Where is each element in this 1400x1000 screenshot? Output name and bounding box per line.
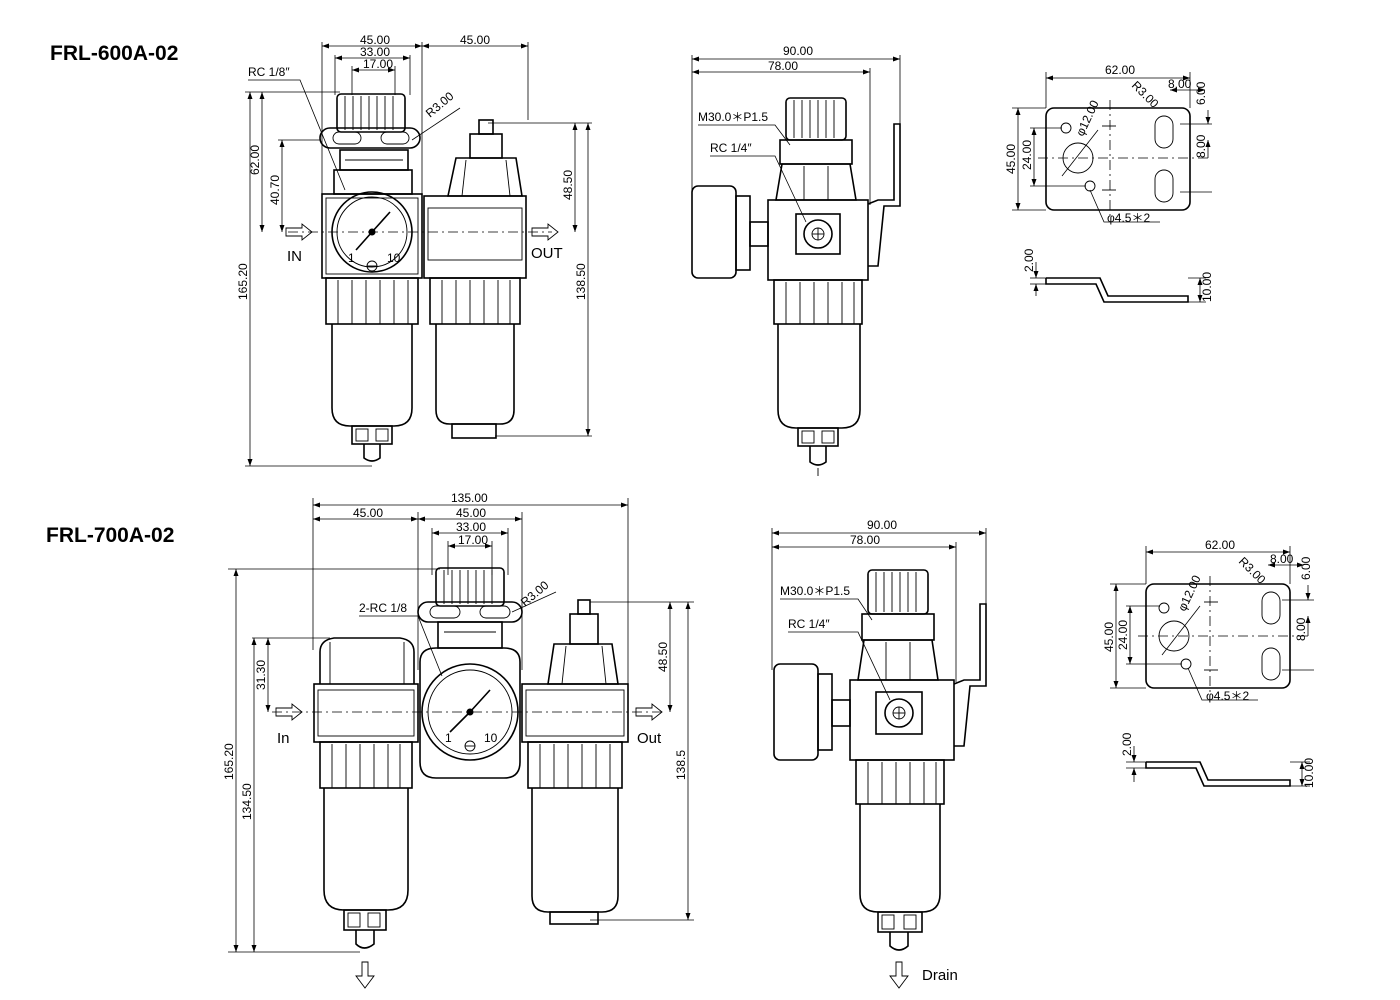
dim-165-20: 165.20 bbox=[236, 263, 250, 300]
thread-label: M30.0＊P1.5 bbox=[698, 110, 768, 124]
side-port-label: RC 1/4″ bbox=[710, 141, 752, 155]
port-label-b: 2-RC 1/8 bbox=[359, 601, 407, 615]
bracket-dim-45: 45.00 bbox=[1004, 144, 1018, 174]
dim-17-00-b: 17.00 bbox=[458, 533, 488, 547]
dim-33-00-b: 33.00 bbox=[456, 520, 486, 534]
side-port-label-b: RC 1/4″ bbox=[788, 617, 830, 631]
dim-40-70: 40.70 bbox=[268, 175, 282, 205]
frl-700a-front-view: 135.00 45.00 45.00 33.00 17.00 2-RC 1/8 … bbox=[222, 491, 694, 989]
dim-45-00-b: 45.00 bbox=[460, 33, 490, 47]
lubricator bbox=[423, 119, 527, 439]
dim-134-50: 134.50 bbox=[240, 783, 254, 820]
front-height-dimensions-right: 48.50 138.50 bbox=[488, 122, 592, 437]
gauge-max-label: 10 bbox=[387, 251, 401, 265]
radius-label: R3.00 bbox=[423, 89, 457, 121]
bracket-dim-8-right: 8.00 bbox=[1194, 134, 1208, 158]
dim-48-50-b: 48.50 bbox=[656, 642, 670, 672]
regulator-knob bbox=[319, 93, 421, 195]
dim-45-00: 45.00 bbox=[360, 33, 390, 47]
inlet-label-b: In bbox=[277, 730, 290, 747]
outlet-label: OUT bbox=[531, 245, 563, 262]
bracket-bolt-label-b: φ4.5＊2 bbox=[1206, 689, 1249, 703]
frl-700a-side-view: 90.00 78.00 M30.0＊P1.5 RC 1/4″ bbox=[771, 518, 987, 989]
side-dim-78-00-b: 78.00 bbox=[850, 533, 880, 547]
side-dim-78-00: 78.00 bbox=[768, 59, 798, 73]
dim-17-00: 17.00 bbox=[363, 57, 393, 71]
bracket-dim-62-b: 62.00 bbox=[1205, 538, 1235, 552]
bracket-height-b: 10.00 bbox=[1302, 758, 1316, 788]
bracket-thickness-b: 2.00 bbox=[1120, 732, 1134, 756]
side-dim-90-00-b: 90.00 bbox=[867, 518, 897, 532]
dim-31-30: 31.30 bbox=[254, 660, 268, 690]
bracket-dim-8-right-b: 8.00 bbox=[1294, 617, 1308, 641]
frl-600a-front-view: 45.00 33.00 17.00 45.00 RC 1/8″ R3.00 62… bbox=[236, 33, 592, 467]
frl-600a-bracket: 62.00 8.00 6.00 R3.00 φ12.00 45.00 24.00… bbox=[1004, 63, 1214, 303]
outlet-arrow-icon-b bbox=[635, 703, 663, 721]
bracket-dim-62: 62.00 bbox=[1105, 63, 1135, 77]
inlet-arrow-icon-b bbox=[275, 703, 303, 721]
dim-62-00: 62.00 bbox=[248, 145, 262, 175]
dim-45-00-left: 45.00 bbox=[353, 506, 383, 520]
bracket-radius-label-b: R3.00 bbox=[1236, 554, 1269, 587]
model-title-frl-600a: FRL-600A-02 bbox=[50, 42, 178, 65]
dim-165-20-b: 165.20 bbox=[222, 743, 236, 780]
drain-label: Drain bbox=[922, 967, 958, 984]
lubricator-unit bbox=[521, 599, 629, 925]
front-height-dimensions-left: 62.00 40.70 165.20 bbox=[236, 91, 372, 467]
dim-138-50: 138.50 bbox=[574, 263, 588, 300]
frl-700a-bracket: 62.00 8.00 6.00 R3.00 φ12.00 45.00 24.00… bbox=[1102, 538, 1316, 788]
drain-arrow-icon bbox=[355, 961, 375, 989]
dim-33-00: 33.00 bbox=[360, 45, 390, 59]
regulator-unit: 1 10 bbox=[417, 567, 523, 779]
model-title-frl-700a: FRL-700A-02 bbox=[46, 524, 174, 547]
dim-138-5: 138.5 bbox=[674, 750, 688, 780]
side-dim-90-00: 90.00 bbox=[783, 44, 813, 58]
port-label: RC 1/8″ bbox=[248, 65, 290, 79]
gauge-max-label-b: 10 bbox=[484, 731, 498, 745]
radius-label-b: R3.00 bbox=[518, 578, 552, 610]
bracket-dim-6-b: 6.00 bbox=[1299, 556, 1313, 580]
frl-600a-side-view: 90.00 78.00 M30.0＊P1.5 RC 1/4″ bbox=[691, 44, 901, 476]
bracket-height: 10.00 bbox=[1200, 272, 1214, 302]
bracket-thickness: 2.00 bbox=[1022, 248, 1036, 272]
inlet-arrow-icon bbox=[285, 223, 313, 241]
inlet-label: IN bbox=[287, 248, 302, 265]
outlet-arrow-icon bbox=[531, 223, 559, 241]
bracket-hole-label: φ12.00 bbox=[1073, 98, 1102, 138]
filter-unit bbox=[313, 637, 419, 989]
bracket-dim-6: 6.00 bbox=[1194, 81, 1208, 105]
gauge-min-label-b: 1 bbox=[445, 731, 452, 745]
bracket-dim-24-b: 24.00 bbox=[1116, 620, 1130, 650]
dim-135-00: 135.00 bbox=[451, 491, 488, 505]
bracket-dim-8: 8.00 bbox=[1168, 77, 1192, 91]
bracket-dim-24: 24.00 bbox=[1020, 140, 1034, 170]
thread-label-b: M30.0＊P1.5 bbox=[780, 584, 850, 598]
bracket-radius-label: R3.00 bbox=[1129, 78, 1162, 111]
drain-arrow-icon-b bbox=[889, 961, 909, 989]
dim-45-00-mid: 45.00 bbox=[456, 506, 486, 520]
front-width-dimensions: 45.00 33.00 17.00 45.00 bbox=[321, 33, 529, 195]
dim-48-50: 48.50 bbox=[561, 170, 575, 200]
gauge-min-label: 1 bbox=[348, 251, 355, 265]
filter-bowl bbox=[325, 277, 419, 462]
bracket-bolt-label: φ4.5＊2 bbox=[1107, 211, 1150, 225]
bracket-dim-8-b: 8.00 bbox=[1270, 552, 1294, 566]
bracket-dim-45-b: 45.00 bbox=[1102, 622, 1116, 652]
outlet-label-b: Out bbox=[637, 730, 662, 747]
